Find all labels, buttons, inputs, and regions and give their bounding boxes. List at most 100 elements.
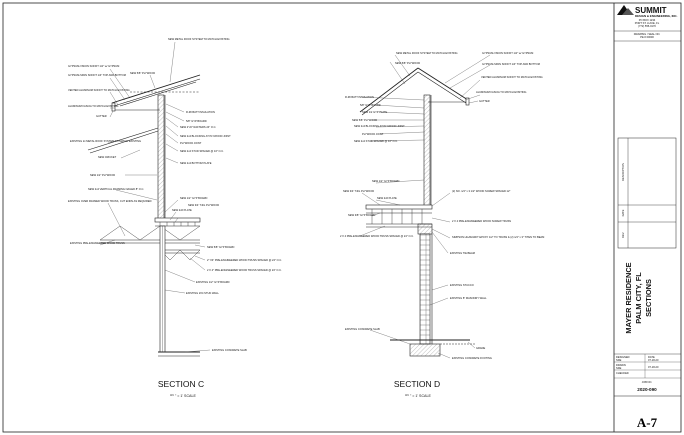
section-d-leaders: [359, 54, 491, 359]
c-label-pre-eng-truss: EXISTING PRE-ENGINEERED WOOD TRUSS: [70, 241, 125, 245]
designer-rows: DESIGNED SDE DATE 07-18-20 DRAWN SDE 07-…: [614, 353, 681, 430]
c-label-gutter: GUTTER: [96, 114, 107, 118]
c-label-existing-truss: EXISTING OVER FRAMED WOOD TRUSS, CUT END…: [68, 199, 152, 203]
rev-col-rev: REV.: [621, 232, 625, 238]
c-label-gyp-58: 5/8" GYP BOARD: [186, 119, 207, 123]
c-label-blocking: NEW 2x4 BLOCKING AT PLYWOOD JOINT: [180, 134, 231, 138]
d-label-tg-plywood: NEW 3/4" T&G PLYWOOD: [343, 189, 374, 193]
drawn-label: DRAWN: [616, 363, 626, 367]
job-label: JOB NO.: [642, 380, 653, 384]
firm-address-2: PORT ST. LUCIE, FL: [635, 21, 660, 25]
c-label-existing-roof: EXISTING 2x METAL ROOF SYSTEM TO MATCH E…: [70, 139, 141, 143]
rev-col-desc: DESCRIPTION: [621, 163, 625, 181]
sheet-subject: SECTIONS: [644, 279, 653, 317]
d-label-slab: EXISTING CONCRETE SLAB: [345, 327, 380, 331]
d-label-tie-beam: EXISTING TIE BEAM: [450, 251, 475, 255]
c-label-slab: EXISTING CONCRETE SLAB: [212, 348, 247, 352]
c-label-cricket: NEW CRICKET: [98, 155, 117, 159]
seal-line-1: DRAWING / SEAL NO.: [634, 32, 661, 36]
section-c-callouts: NEW METAL ROOF SYSTEM TO MATCH EXISTING …: [68, 37, 282, 398]
job-number: 2020-090: [637, 387, 657, 392]
revisions-table: DESCRIPTION DATE REV.: [617, 137, 677, 249]
section-d-scale-frac: 3/4: [405, 393, 409, 397]
c-label-roof: NEW METAL ROOF SYSTEM TO MATCH EXISTING: [168, 37, 230, 41]
section-c-roof-line: [111, 74, 201, 104]
designed-label: DESIGNED: [616, 355, 630, 359]
section-d-title: SECTION D: [394, 379, 440, 389]
d-label-insulation: R-38 BATT INSULATION: [345, 95, 374, 99]
c-label-tg-plywood: NEW 3/4" T&G PLYWOOD: [188, 203, 219, 207]
section-c-drawing: [87, 74, 201, 357]
c-label-rafters: NEW 2"x6" RAFTERS 24" O.C.: [180, 125, 216, 129]
c-label-plywood-joint: PLYWOOD JOINT: [180, 141, 202, 145]
seal-line-2: PE # 00000: [640, 35, 654, 39]
d-label-gyp-plate: NEW 1/2 GYP PLATE: [362, 110, 388, 114]
date-label: DATE: [648, 355, 655, 359]
c-label-bottom-plate: NEW 2x4 BOTTOM PLATE: [180, 161, 212, 165]
section-d-footing: [409, 343, 441, 357]
d-label-gyp-12: NEW 1/2" GYP BOARD: [372, 179, 400, 183]
c-label-existing-gyp: EXISTING 1/2" GYP BOARD: [196, 280, 230, 284]
checked-label: CHECKED: [616, 371, 629, 375]
c-label-gyp-12: NEW 1/2" GYP BOARD: [180, 196, 208, 200]
firm-subname: DESIGN & ENGINEERING, INC.: [635, 14, 678, 18]
section-d-scale: " = 1' SCALE: [410, 394, 431, 398]
firm-logo: SUMMIT DESIGN & ENGINEERING, INC. PO BOX…: [617, 5, 678, 28]
firm-address-1: PO BOX 1234: [639, 18, 656, 22]
d-label-fascia: ALUMINUM FASCIA TO MATCH EXISTING: [476, 90, 526, 94]
sheet-number: A-7: [637, 415, 658, 430]
d-label-plywood-58: NEW 5/8" PLYWOOD: [352, 118, 377, 122]
c-label-truss-a: 2" X4" PRE-ENGINEERED WOOD TRUSS SPACED …: [207, 258, 282, 262]
firm-name: SUMMIT: [635, 6, 667, 15]
d-label-soffit-b: GYPSUM-SPAN SOFFIT 1/4" TOP AND BOTTOM: [482, 62, 540, 66]
section-c-title: SECTION C: [158, 379, 204, 389]
section-d-callouts: NEW METAL ROOF SYSTEM TO MATCH EXISTING …: [340, 51, 544, 398]
d-label-plywood: NEW 5/8" PLYWOOD: [395, 61, 420, 65]
d-label-wood-screw: (2) NO. 1/4" x 3 1/2" WOOD SCREW SPACED …: [452, 189, 510, 193]
d-label-gutter: GUTTER: [479, 99, 490, 103]
d-label-screw-truss: 2 X 4 PRE-ENGINEERED WOOD SCREW TRUSS: [452, 219, 511, 223]
c-label-vertical-framing: NEW 2x4 VERTICAL FRAMING NAILED 8" O.C.: [88, 187, 144, 191]
section-d-upper-wall: [423, 94, 431, 208]
section-d-roof-line: [359, 67, 419, 113]
drawn-date: 07-18-20: [648, 365, 659, 369]
project-name: MAYER RESIDENCE: [624, 262, 633, 333]
c-label-stud-wall: EXISTING 2X4 STUD WALL: [186, 291, 219, 295]
section-d-floor: [365, 204, 433, 210]
section-c-upper-wall: [157, 94, 165, 221]
d-label-masonry: EXISTING 8" MASONRY WALL: [450, 296, 487, 300]
d-label-plywood-joint: PLYWOOD JOINT: [362, 132, 384, 136]
designed-date: 07-18-20: [648, 358, 659, 362]
c-label-plate: NEW 2x6 PLATE: [172, 208, 192, 212]
d-label-truss-spacing: 2 X 4 PRE-ENGINEERED WOOD TRUSS SPACED @…: [340, 234, 414, 238]
d-label-footing: EXISTING CONCRETE FOOTING: [452, 356, 492, 360]
c-label-gyp-58-b: NEW 5/8" GYP BOARD: [207, 245, 235, 249]
rev-col-date: DATE: [621, 209, 625, 216]
section-c-floor: [154, 217, 201, 223]
section-c-scale: " = 1' SCALE: [175, 394, 196, 398]
section-d-drawing: [359, 67, 475, 357]
title-block: SUMMIT DESIGN & ENGINEERING, INC. PO BOX…: [613, 3, 681, 432]
d-label-simpson: SIMPSON HGAM10KT EPOXY 1/2" TO TRUSS & (…: [452, 235, 544, 239]
c-label-insulation: R-38 BATT INSULATION: [186, 110, 215, 114]
c-label-stud: NEW 2x4 STUD SPACED @ 16" O.C.: [180, 149, 224, 153]
section-d-masonry-wall: [419, 233, 431, 345]
d-label-gyp-58: 5/8" GYP BOARD: [360, 103, 381, 107]
d-label-grade: GRADE: [476, 346, 485, 350]
c-label-truss-b: 2 X 4" PRE-ENGINEERED WOOD TRUSS SPACED …: [207, 268, 282, 272]
section-c-scale-frac: 3/4: [170, 393, 174, 397]
d-label-vented-soffit: VENTED ALUMINUM SOFFIT TO MATCH EXISTING: [481, 75, 543, 79]
c-label-plywood-12: NEW 1/2" PLYWOOD: [90, 173, 115, 177]
d-label-gyp-38: NEW 3/8" GYP BOARD: [348, 213, 376, 217]
section-c-leaders: [99, 41, 211, 353]
c-label-plywood: NEW 5/8" PLYWOOD: [130, 71, 155, 75]
c-label-fascia: ALUMINUM FASCIA TO MATCH EXISTING: [68, 104, 118, 108]
d-label-stucco: EXISTING STUCCO: [450, 283, 474, 287]
d-label-blocking: NEW 2x4 BLOCKING AT PLYWOOD JOINT: [354, 124, 405, 128]
c-label-vented-soffit: VENTED ALUMINUM SOFFIT TO MATCH EXISTING: [68, 88, 130, 92]
project-title: MAYER RESIDENCE PALM CITY, FL SECTIONS: [624, 262, 653, 333]
designed-value: SDE: [616, 358, 622, 362]
d-label-roof: NEW METAL ROOF SYSTEM TO MATCH EXISTING: [396, 51, 458, 55]
